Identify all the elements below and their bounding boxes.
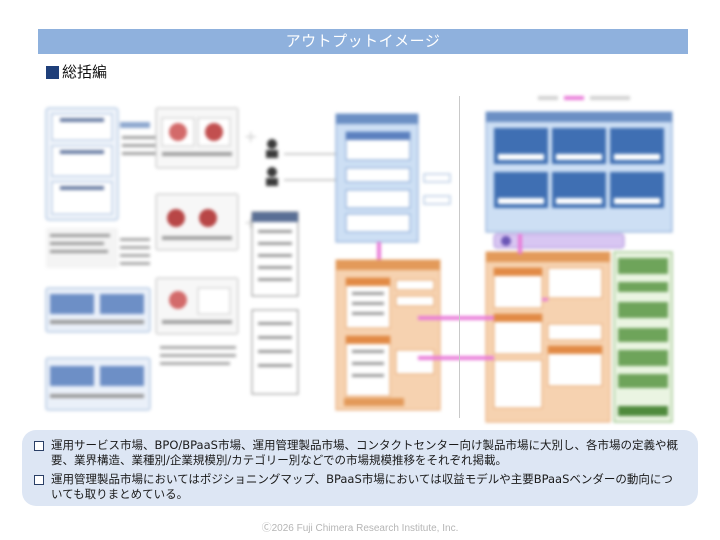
- section-heading: 総括編: [46, 62, 107, 82]
- page-divider: [459, 96, 460, 418]
- right-page-illustration: [485, 96, 673, 423]
- connector-lines: [418, 234, 548, 360]
- output-image-figure: + +: [45, 96, 673, 423]
- copyright-footer: Ⓒ2026 Fuji Chimera Research Institute, I…: [261, 523, 459, 534]
- checkbox-bullet-icon: [34, 441, 44, 451]
- summary-box: 運用サービス市場、BPO/BPaaS市場、運用管理製品市場、コンタクトセンター向…: [22, 430, 698, 506]
- summary-bullet-text: 運用サービス市場、BPO/BPaaS市場、運用管理製品市場、コンタクトセンター向…: [51, 438, 678, 467]
- summary-bullet: 運用管理製品市場においてはポジショニングマップ、BPaaS市場においては収益モデ…: [32, 472, 684, 502]
- banner-title: アウトプットイメージ: [285, 32, 441, 50]
- left-page-illustration: + +: [45, 107, 451, 411]
- summary-bullet-text: 運用管理製品市場においてはポジショニングマップ、BPaaS市場においては収益モデ…: [51, 472, 673, 501]
- page-banner: アウトプットイメージ: [38, 29, 688, 54]
- summary-bullet: 運用サービス市場、BPO/BPaaS市場、運用管理製品市場、コンタクトセンター向…: [32, 438, 684, 468]
- section-title: 総括編: [62, 63, 108, 81]
- checkbox-bullet-icon: [34, 475, 44, 485]
- svg-text:+: +: [244, 127, 257, 146]
- square-bullet-icon: [46, 65, 59, 79]
